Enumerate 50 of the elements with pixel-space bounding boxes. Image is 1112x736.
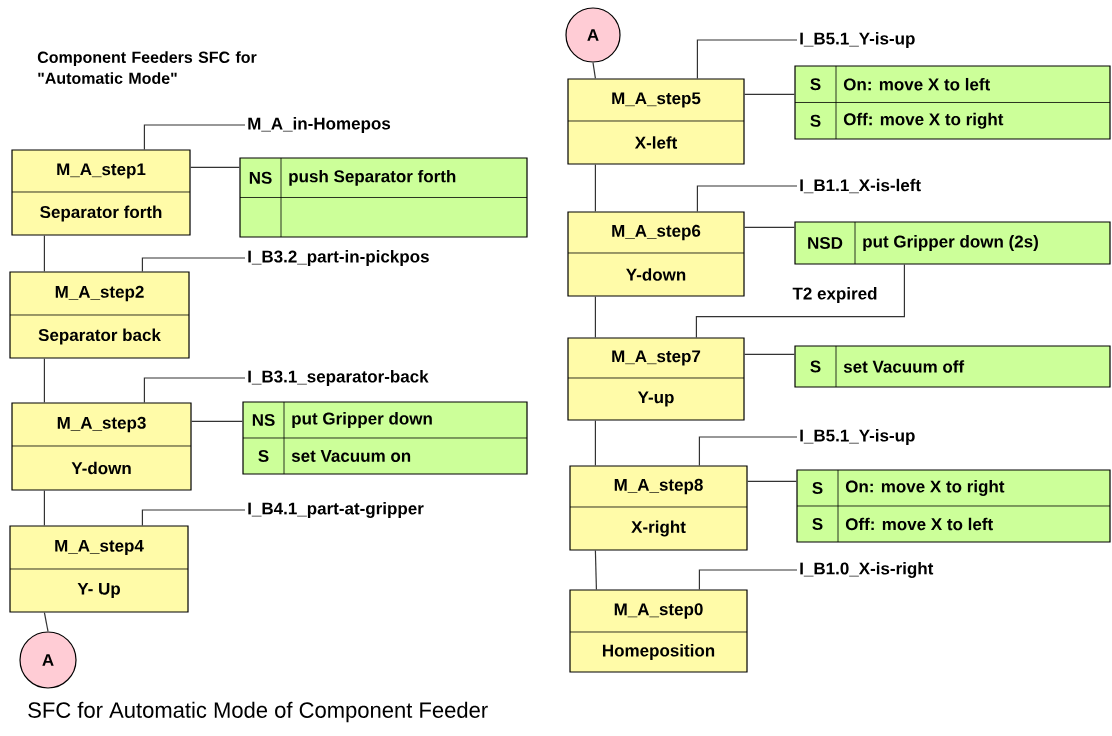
connector-line [143,377,246,403]
connector-line [594,550,597,590]
connector-line [141,257,246,272]
connector-line [43,490,45,526]
transition-condition: I_B4.1_part-at-gripper [248,502,424,518]
connector-line [696,39,798,79]
step-box: M_A_step4 Y- Up [9,525,189,613]
connector-line [141,509,246,526]
transition-condition: I_B5.1_Y-is-up [800,429,915,445]
action-table: NSD put Gripper down (2s) [794,221,1111,265]
connector-line [698,436,798,466]
transition-condition: I_B5.1_Y-is-up [800,32,915,48]
connector-line [43,612,49,632]
action-table: NS push Separator forth [239,157,528,238]
connector-line [744,93,795,95]
step-box: M_A_step2 Separator back [9,271,190,359]
title: Component Feeders SFC for "Automatic Mode" [37,51,257,84]
step-box: M_A_step6 Y-down [567,211,745,297]
action-table: S On: move X to left S Off: move X to right [794,65,1111,140]
connector-line [695,264,905,338]
step-box: M_A_step3 Y-down [11,402,192,491]
connector-line [143,124,246,150]
action-table: S On: move X to right S Off: move X to left [796,469,1111,543]
action-table: S set Vacuum off [794,345,1111,388]
step-box: M_A_step8 X-right [569,465,748,551]
connector-line [744,353,795,355]
connector-line [594,420,596,466]
step-box: M_A_step0 Homeposition [569,589,748,673]
transition-condition: I_B1.1_X-is-left [800,178,921,194]
step-box: M_A_step5 X-left [567,78,745,165]
caption: SFC for Automatic Mode of Component Feeder [28,701,488,723]
connector-line [191,420,243,422]
edge-label: T2 expired [791,286,879,304]
connector-line [592,62,596,79]
connector-line [594,164,596,212]
connector-line [43,235,45,272]
step-box: M_A_step1 Separator forth [11,149,191,236]
connector-line [744,226,795,228]
transition-condition: I_B1.0_X-is-right [800,562,934,578]
connector-line [698,569,798,590]
step-box: M_A_step7 Y-up [567,337,745,421]
transition-condition: I_B3.1_separator-back [248,370,429,386]
action-table: NS put Gripper down S set Vacuum on [242,401,528,475]
connector-line [747,480,797,482]
connector-line [696,185,798,212]
transition-condition: I_B3.2_part-in-pickpos [248,250,429,266]
connector-line [43,358,45,403]
connector-line [594,296,596,338]
transition-condition: M_A_in-Homepos [248,117,391,133]
connector-line [190,166,240,168]
